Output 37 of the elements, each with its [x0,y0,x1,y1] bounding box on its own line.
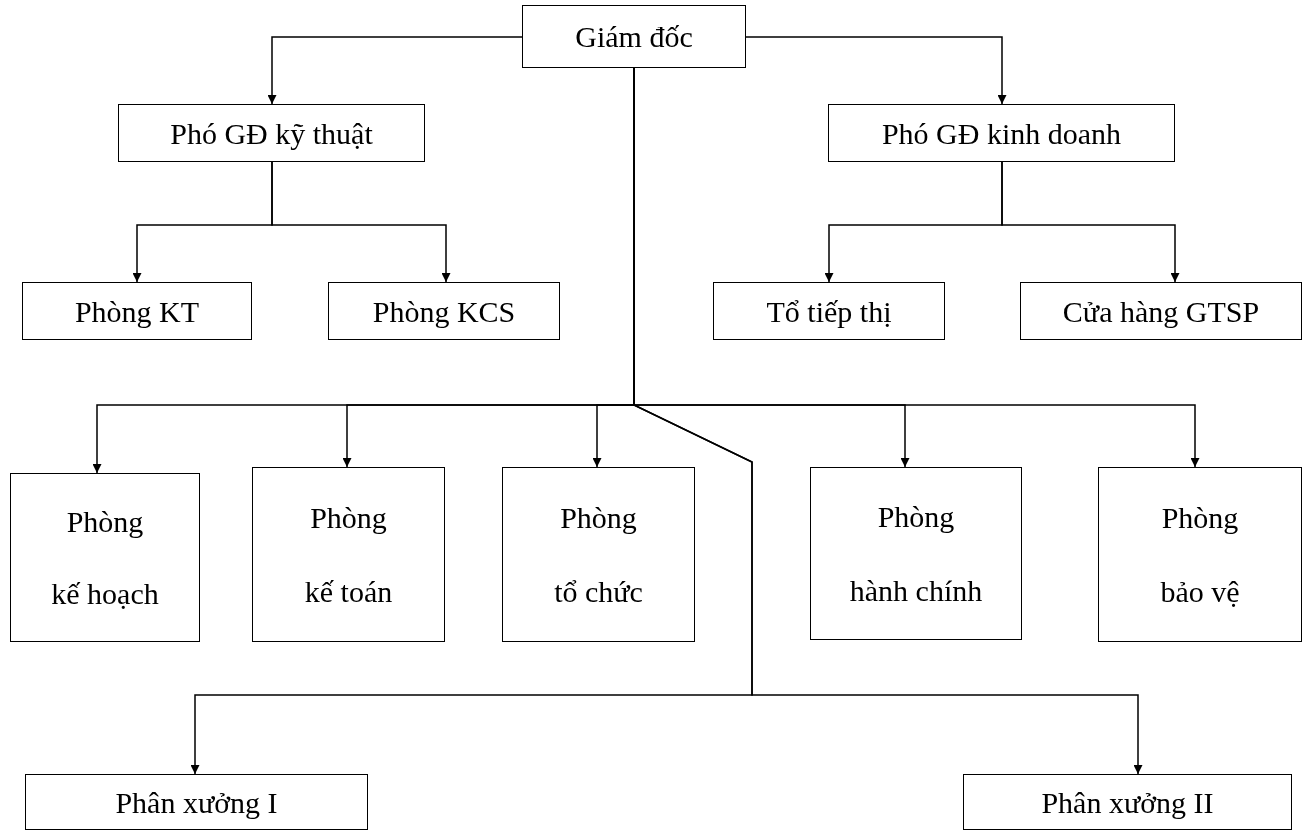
box-label: Phòng KCS [372,294,516,328]
org-box [713,282,945,340]
box-label: Phòng KT [74,294,200,328]
connector-arrow [1001,161,1180,283]
connector-arrow [271,161,451,283]
org-box [22,282,252,340]
org-box [118,104,425,162]
box-label: Phó GĐ kỹ thuật [170,116,373,150]
org-box [1020,282,1302,340]
box-label: hành chính [849,573,983,607]
org-box [963,774,1292,830]
connector-arrow [745,36,1007,105]
org-box [828,104,1175,162]
box-label: Cửa hàng GTSP [1062,294,1260,328]
org-box [25,774,368,830]
org-box [502,467,695,642]
box-label: bảo vệ [1160,575,1240,609]
box-label: Phó GĐ kinh doanh [881,116,1122,150]
box-label: kế hoạch [51,576,159,610]
box-label: Phòng [560,500,637,534]
box-label: tổ chức [554,575,643,609]
org-box [1098,467,1302,642]
box-label: Phòng [877,500,955,534]
org-box [10,473,200,642]
org-box [328,282,560,340]
box-label: Tổ tiếp thị [766,294,892,328]
box-label: Phòng [66,505,144,539]
box-label: Phòng [310,500,387,534]
box-label: Phòng [1161,500,1239,534]
box-label: Phân xưởng II [1041,785,1214,819]
connector-arrow [267,36,523,105]
org-box [522,5,746,68]
org-box [252,467,445,642]
box-label: Giám đốc [575,20,693,53]
org-box [810,467,1022,640]
box-label: Phân xưởng I [115,785,278,819]
box-label: kế toán [304,575,393,609]
